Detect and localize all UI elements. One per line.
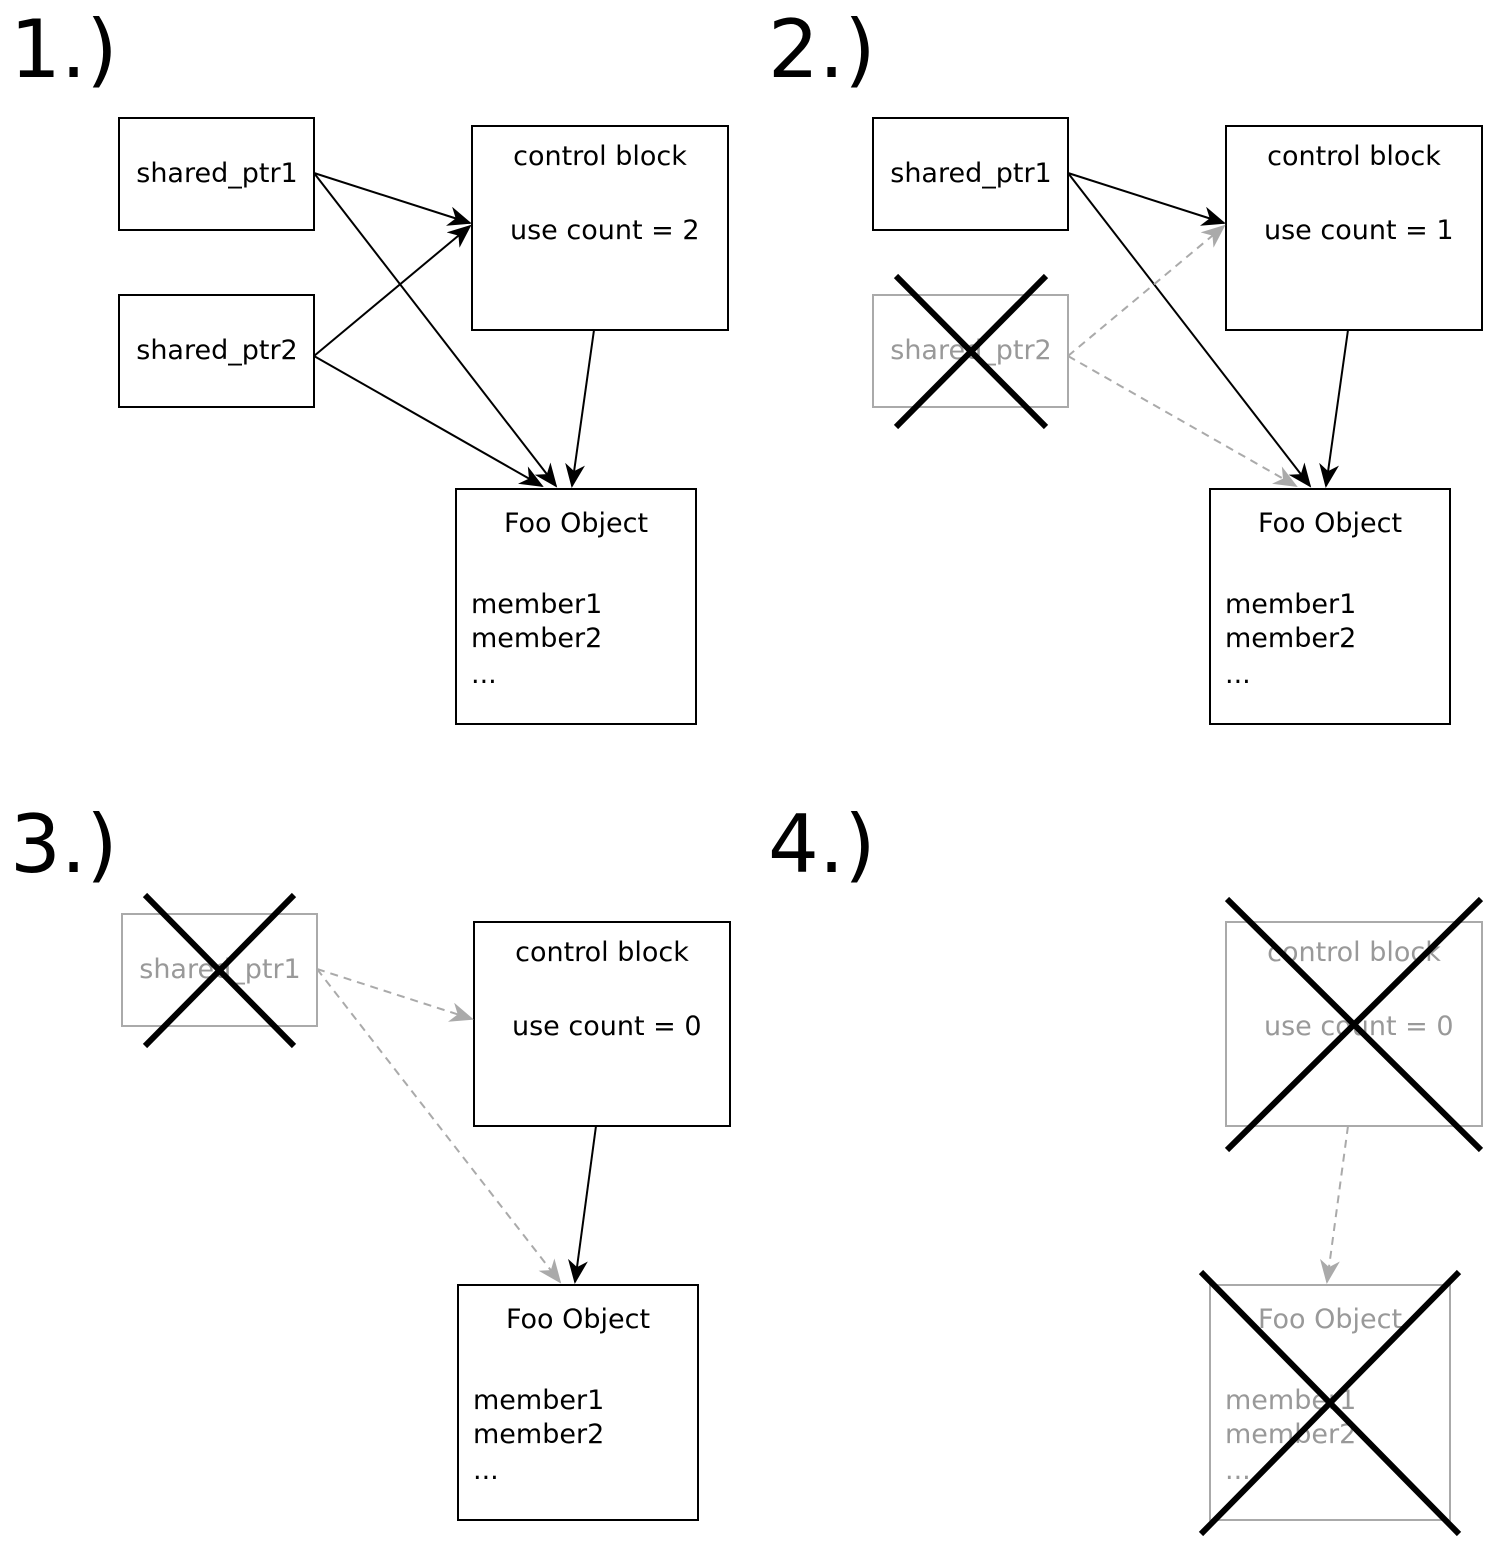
panel1-use-count: use count = 2 [510, 215, 700, 246]
panel3-foo-member2: member2 [473, 1419, 604, 1450]
panel-3: 3.) shared_ptr1 control block use count … [10, 798, 731, 1521]
panel1-control-block: control block use count = 2 [471, 125, 729, 331]
panel3-foo-member1: member1 [473, 1385, 604, 1416]
panel2-shared-ptr1-label: shared_ptr1 [890, 158, 1052, 189]
panel2-arrow-ptr2-to-control-dashed [1067, 224, 1226, 357]
panel1-arrow-ptr2-to-control [313, 224, 472, 357]
panel1-arrow-ptr2-to-foo [313, 355, 544, 487]
panel1-shared-ptr1-box: shared_ptr1 [118, 117, 315, 231]
step-label-4: 4.) [768, 798, 876, 891]
step-label-3: 3.) [10, 798, 118, 891]
panel2-foo-member2: member2 [1225, 623, 1356, 654]
panel4-control-block-destroyed: control block use count = 0 [1225, 921, 1483, 1127]
panel2-control-block-title: control block [1267, 141, 1441, 172]
panel2-shared-ptr1-box: shared_ptr1 [872, 117, 1069, 231]
panel2-foo-object-title: Foo Object [1258, 508, 1402, 539]
panel3-foo-object-title: Foo Object [506, 1304, 650, 1335]
panel1-foo-member2: member2 [471, 623, 602, 654]
panel4-foo-object-title: Foo Object [1258, 1304, 1402, 1335]
step-label-2: 2.) [768, 3, 876, 96]
panel3-foo-object: Foo Object member1 member2 ... [457, 1284, 699, 1521]
panel2-control-block: control block use count = 1 [1225, 125, 1483, 331]
panel1-arrow-ptr1-to-foo [313, 172, 558, 488]
panel3-arrow-ptr1-to-control-dashed [316, 968, 474, 1022]
panel2-foo-member1: member1 [1225, 589, 1356, 620]
panel-1: 1.) shared_ptr1 shared_ptr2 control bloc… [10, 3, 729, 725]
panel2-arrow-ptr1-to-foo [1067, 172, 1312, 488]
panel1-foo-object-title: Foo Object [504, 508, 648, 539]
panel2-arrow-control-to-foo [1319, 329, 1349, 488]
panel1-shared-ptr2-label: shared_ptr2 [136, 335, 298, 366]
panel1-arrow-control-to-foo [565, 329, 595, 488]
step-label-1: 1.) [10, 3, 118, 96]
panel3-foo-ellipsis: ... [473, 1455, 499, 1486]
panel3-use-count: use count = 0 [512, 1011, 702, 1042]
panel1-shared-ptr1-label: shared_ptr1 [136, 158, 298, 189]
panel1-foo-object: Foo Object member1 member2 ... [455, 488, 697, 725]
panel2-use-count: use count = 1 [1264, 215, 1454, 246]
panel3-control-block-title: control block [515, 937, 689, 968]
panel2-destroyed-cross-mark [893, 273, 1049, 430]
panel1-shared-ptr2-box: shared_ptr2 [118, 294, 315, 408]
panel1-arrow-ptr1-to-control [313, 172, 472, 226]
panel2-arrow-ptr1-to-control [1067, 172, 1226, 226]
panel2-arrow-ptr2-to-foo-dashed [1067, 355, 1298, 487]
panel2-foo-object: Foo Object member1 member2 ... [1209, 488, 1451, 725]
panel3-control-block: control block use count = 0 [473, 921, 731, 1127]
panel2-foo-ellipsis: ... [1225, 659, 1251, 690]
panel-4: 4.) control block use count = 0 Foo Obje… [768, 798, 1484, 1537]
panel4-control-block-cross-mark [1224, 896, 1484, 1153]
panel3-destroyed-cross-mark [142, 892, 297, 1049]
panel4-arrow-control-to-foo-dashed [1320, 1125, 1349, 1284]
panel3-arrow-control-to-foo [568, 1125, 597, 1284]
panel3-arrow-ptr1-to-foo-dashed [316, 968, 562, 1284]
panel1-foo-member1: member1 [471, 589, 602, 620]
panel-2: 2.) shared_ptr1 shared_ptr2 control bloc… [768, 3, 1483, 725]
panel1-control-block-title: control block [513, 141, 687, 172]
panel4-foo-ellipsis: ... [1225, 1455, 1251, 1486]
panel1-foo-ellipsis: ... [471, 659, 497, 690]
panel4-foo-object-cross-mark [1198, 1269, 1462, 1537]
